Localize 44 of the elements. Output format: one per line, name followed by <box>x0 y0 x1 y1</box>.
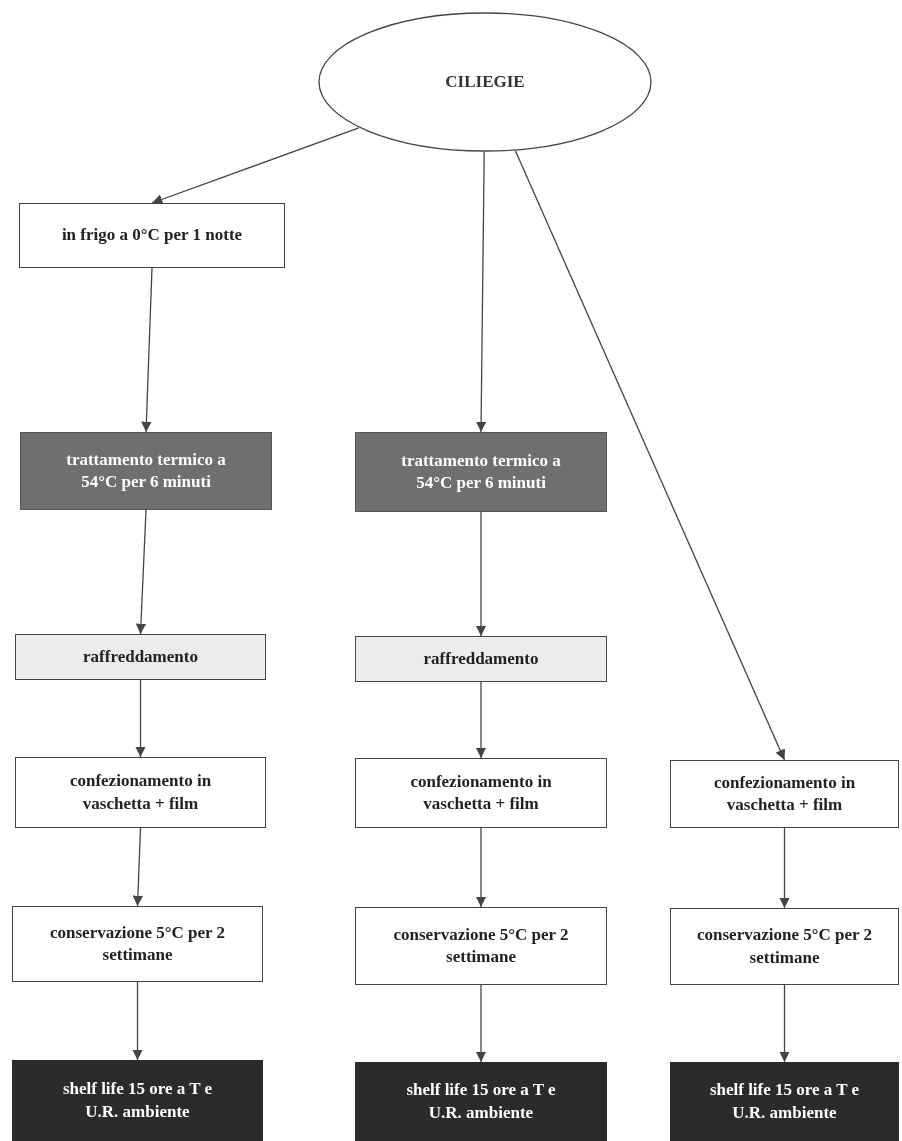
node-label: shelf life 15 ore a T e U.R. ambiente <box>406 1079 556 1124</box>
result-box <box>355 1062 607 1141</box>
arrow <box>779 827 790 909</box>
node-label: confezionamento in vaschetta + film <box>712 771 857 816</box>
node-label: in frigo a 0°C per 1 notte <box>61 224 243 247</box>
treatment-box <box>20 432 272 510</box>
process-box <box>670 908 899 985</box>
arrow <box>779 984 790 1063</box>
cooling-box <box>15 634 266 680</box>
arrow <box>475 681 487 759</box>
result-box <box>12 1060 263 1141</box>
arrow <box>475 984 487 1063</box>
node-label: CILIEGIE <box>445 70 525 93</box>
arrow <box>475 151 487 433</box>
node-label: confezionamento in vaschetta + film <box>409 770 553 815</box>
node-label: trattamento termico a 54°C per 6 minuti <box>65 448 227 493</box>
cooling-box <box>355 636 607 682</box>
arrow <box>151 127 360 205</box>
node-label: shelf life 15 ore a T e U.R. ambiente <box>709 1079 860 1124</box>
node-label: conservazione 5°C per 2 settimane <box>695 924 873 969</box>
process-box <box>19 203 285 268</box>
node-label: raffreddamento <box>423 647 539 670</box>
arrow <box>135 509 147 635</box>
result-box <box>670 1062 899 1141</box>
node-label: conservazione 5°C per 2 settimane <box>48 921 226 966</box>
process-box <box>15 757 266 828</box>
node-label: shelf life 15 ore a T e U.R. ambiente <box>62 1078 213 1123</box>
node-label: trattamento termico a 54°C per 6 minuti <box>400 449 562 494</box>
arrow <box>475 511 487 637</box>
start-ellipse <box>318 12 652 152</box>
arrow <box>135 679 146 758</box>
node-label: raffreddamento <box>83 645 198 668</box>
treatment-box <box>355 432 607 512</box>
arrow <box>132 981 143 1061</box>
arrow <box>514 150 786 761</box>
process-box <box>355 907 607 985</box>
arrow <box>132 827 144 907</box>
node-label: conservazione 5°C per 2 settimane <box>392 923 570 968</box>
process-box <box>355 758 607 828</box>
node-label: confezionamento in vaschetta + film <box>68 770 213 815</box>
arrow <box>475 827 487 908</box>
process-box <box>12 906 263 982</box>
arrow <box>141 267 153 433</box>
process-box <box>670 760 899 828</box>
